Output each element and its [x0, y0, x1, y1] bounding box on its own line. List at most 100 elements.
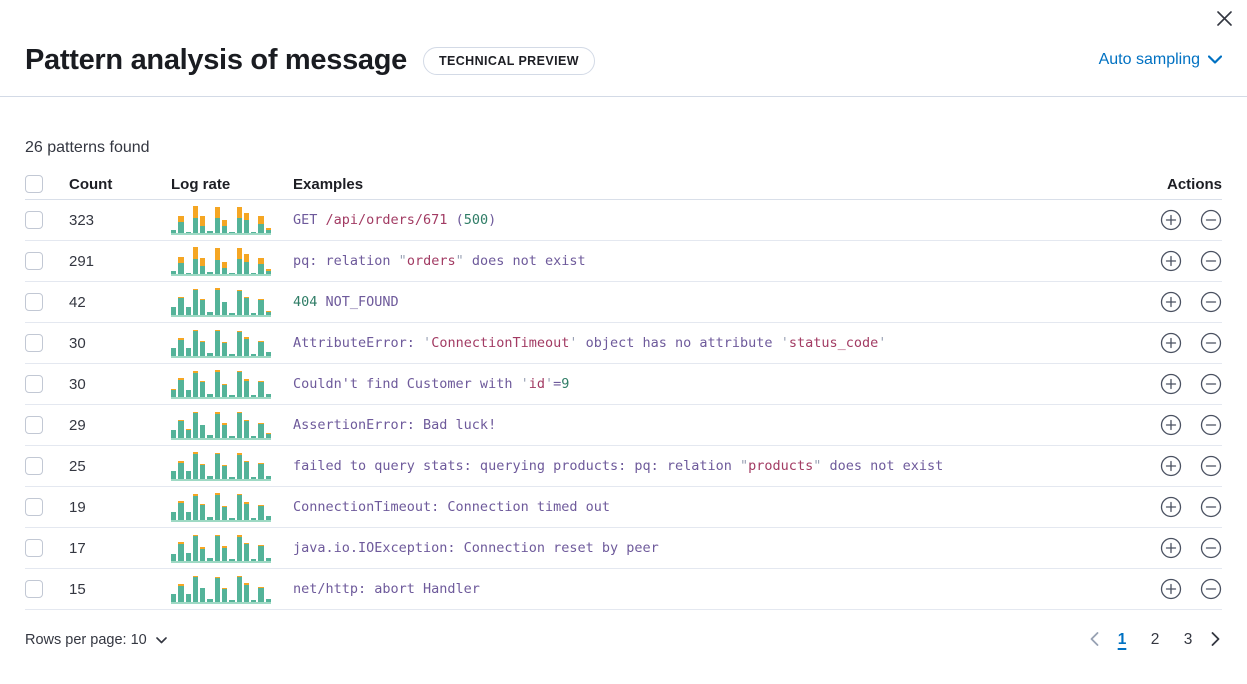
table-row: 323 GET /api/orders/671 (500) — [25, 200, 1222, 241]
column-header-log-rate[interactable]: Log rate — [171, 175, 231, 193]
table-body: 323 GET /api/orders/671 (500) 291 pq: re… — [25, 200, 1222, 610]
filter-out-pattern-button[interactable] — [1200, 332, 1222, 354]
plus-circle-icon — [1160, 414, 1182, 436]
flyout-header: Pattern analysis of message TECHNICAL PR… — [0, 0, 1247, 97]
row-count: 42 — [69, 293, 86, 311]
plus-circle-icon — [1160, 209, 1182, 231]
table-row: 30 AttributeError: 'ConnectionTimeout' o… — [25, 323, 1222, 364]
row-count: 291 — [69, 252, 95, 270]
row-checkbox[interactable] — [25, 457, 43, 475]
table-row: 25 failed to query stats: querying produ… — [25, 446, 1222, 487]
filter-for-pattern-button[interactable] — [1160, 537, 1182, 559]
page-title: Pattern analysis of message — [25, 43, 407, 76]
row-checkbox[interactable] — [25, 334, 43, 352]
pattern-example: pq: relation "orders" does not exist — [293, 253, 586, 269]
filter-out-pattern-button[interactable] — [1200, 578, 1222, 600]
filter-out-pattern-button[interactable] — [1200, 496, 1222, 518]
filter-out-pattern-button[interactable] — [1200, 373, 1222, 395]
close-button[interactable] — [1212, 6, 1236, 30]
pattern-analysis-panel: 26 patterns found Count Log rate Example… — [0, 139, 1247, 610]
minus-circle-icon — [1200, 332, 1222, 354]
pattern-example: AssertionError: Bad luck! — [293, 417, 497, 433]
row-checkbox[interactable] — [25, 416, 43, 434]
table-row: 17 java.io.IOException: Connection reset… — [25, 528, 1222, 569]
page-button-1[interactable]: 1 — [1110, 627, 1134, 653]
pattern-example: Couldn't find Customer with 'id'=9 — [293, 376, 570, 392]
row-checkbox[interactable] — [25, 211, 43, 229]
row-count: 17 — [69, 539, 86, 557]
select-all-checkbox[interactable] — [25, 175, 43, 193]
filter-for-pattern-button[interactable] — [1160, 291, 1182, 313]
sampling-dropdown[interactable]: Auto sampling — [1099, 51, 1223, 69]
row-checkbox[interactable] — [25, 580, 43, 598]
filter-for-pattern-button[interactable] — [1160, 455, 1182, 477]
filter-out-pattern-button[interactable] — [1200, 414, 1222, 436]
pagination: 1 2 3 — [1088, 627, 1222, 653]
minus-circle-icon — [1200, 209, 1222, 231]
minus-circle-icon — [1200, 455, 1222, 477]
filter-for-pattern-button[interactable] — [1160, 332, 1182, 354]
minus-circle-icon — [1200, 496, 1222, 518]
row-count: 30 — [69, 334, 86, 352]
chevron-down-icon — [1207, 51, 1223, 69]
log-rate-sparkline — [171, 492, 271, 522]
log-rate-sparkline — [171, 369, 271, 399]
filter-out-pattern-button[interactable] — [1200, 537, 1222, 559]
plus-circle-icon — [1160, 455, 1182, 477]
plus-circle-icon — [1160, 291, 1182, 313]
minus-circle-icon — [1200, 537, 1222, 559]
table-header-row: Count Log rate Examples Actions — [25, 169, 1222, 200]
log-rate-sparkline — [171, 574, 271, 604]
log-rate-sparkline — [171, 246, 271, 276]
page-button-3[interactable]: 3 — [1176, 627, 1200, 653]
row-checkbox[interactable] — [25, 375, 43, 393]
filter-out-pattern-button[interactable] — [1200, 250, 1222, 272]
plus-circle-icon — [1160, 496, 1182, 518]
filter-for-pattern-button[interactable] — [1160, 250, 1182, 272]
log-rate-sparkline — [171, 410, 271, 440]
chevron-down-icon — [155, 632, 167, 648]
rows-per-page-dropdown[interactable]: Rows per page: 10 — [25, 632, 167, 648]
column-header-count[interactable]: Count — [69, 175, 113, 193]
plus-circle-icon — [1160, 332, 1182, 354]
row-count: 30 — [69, 375, 86, 393]
technical-preview-badge: TECHNICAL PREVIEW — [422, 47, 595, 75]
filter-out-pattern-button[interactable] — [1200, 291, 1222, 313]
next-page-button[interactable] — [1209, 627, 1222, 653]
row-checkbox[interactable] — [25, 293, 43, 311]
plus-circle-icon — [1160, 578, 1182, 600]
row-checkbox[interactable] — [25, 252, 43, 270]
minus-circle-icon — [1200, 291, 1222, 313]
row-count: 19 — [69, 498, 86, 516]
page-button-2[interactable]: 2 — [1143, 627, 1167, 653]
pattern-example: 404 NOT_FOUND — [293, 294, 399, 310]
previous-page-button[interactable] — [1088, 627, 1101, 653]
column-header-actions: Actions — [1166, 175, 1222, 193]
plus-circle-icon — [1160, 250, 1182, 272]
filter-for-pattern-button[interactable] — [1160, 496, 1182, 518]
pattern-example: GET /api/orders/671 (500) — [293, 212, 497, 228]
row-count: 15 — [69, 580, 86, 598]
row-checkbox[interactable] — [25, 539, 43, 557]
close-icon — [1212, 10, 1236, 26]
chevron-right-icon — [1211, 631, 1220, 649]
filter-for-pattern-button[interactable] — [1160, 373, 1182, 395]
minus-circle-icon — [1200, 373, 1222, 395]
log-rate-sparkline — [171, 533, 271, 563]
filter-for-pattern-button[interactable] — [1160, 209, 1182, 231]
rows-per-page-label: Rows per page: 10 — [25, 632, 147, 648]
table-row: 29 AssertionError: Bad luck! — [25, 405, 1222, 446]
column-header-examples[interactable]: Examples — [293, 175, 364, 193]
minus-circle-icon — [1200, 414, 1222, 436]
row-checkbox[interactable] — [25, 498, 43, 516]
table-row: 19 ConnectionTimeout: Connection timed o… — [25, 487, 1222, 528]
table-row: 15 net/http: abort Handler — [25, 569, 1222, 610]
plus-circle-icon — [1160, 373, 1182, 395]
pattern-example: failed to query stats: querying products… — [293, 458, 944, 474]
filter-out-pattern-button[interactable] — [1200, 209, 1222, 231]
filter-out-pattern-button[interactable] — [1200, 455, 1222, 477]
log-rate-sparkline — [171, 205, 271, 235]
table-row: 30 Couldn't find Customer with 'id'=9 — [25, 364, 1222, 405]
filter-for-pattern-button[interactable] — [1160, 414, 1182, 436]
filter-for-pattern-button[interactable] — [1160, 578, 1182, 600]
